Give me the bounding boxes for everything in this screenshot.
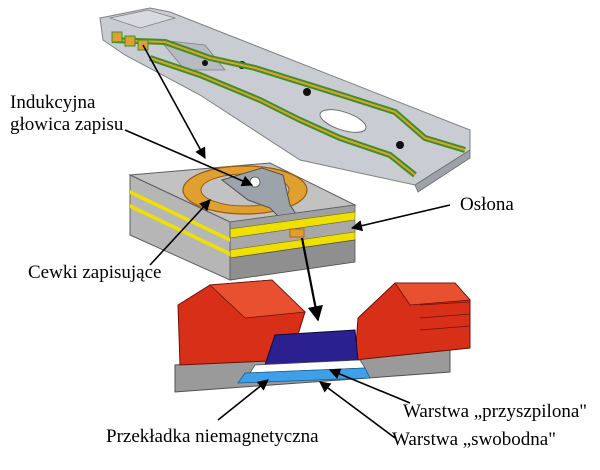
rivet-dot	[202, 60, 208, 66]
read-sensor-spot	[289, 228, 305, 238]
label-write-head-line1: Indukcyjna	[10, 92, 96, 113]
bond-pad	[111, 31, 123, 43]
flex-circuit	[111, 31, 466, 178]
pinned-layer	[264, 329, 359, 366]
label-free-layer: Warstwa „swobodna"	[392, 429, 556, 450]
label-pinned-layer: Warstwa „przyszpilona"	[403, 401, 587, 422]
suspension-arm	[99, 7, 471, 193]
bond-pad	[124, 35, 136, 47]
suspension-hole	[319, 109, 367, 133]
label-write-head-line2: głowica zapisu	[10, 114, 124, 135]
callout-arrows	[124, 44, 451, 439]
label-write-coils: Cewki zapisujące	[28, 262, 161, 283]
rivet-dot	[303, 88, 311, 96]
label-spacer: Przekładka niemagnetyczna	[106, 426, 319, 447]
label-shield: Osłona	[460, 194, 514, 215]
rivet-dot	[396, 141, 404, 149]
gmr-stack	[174, 279, 471, 393]
